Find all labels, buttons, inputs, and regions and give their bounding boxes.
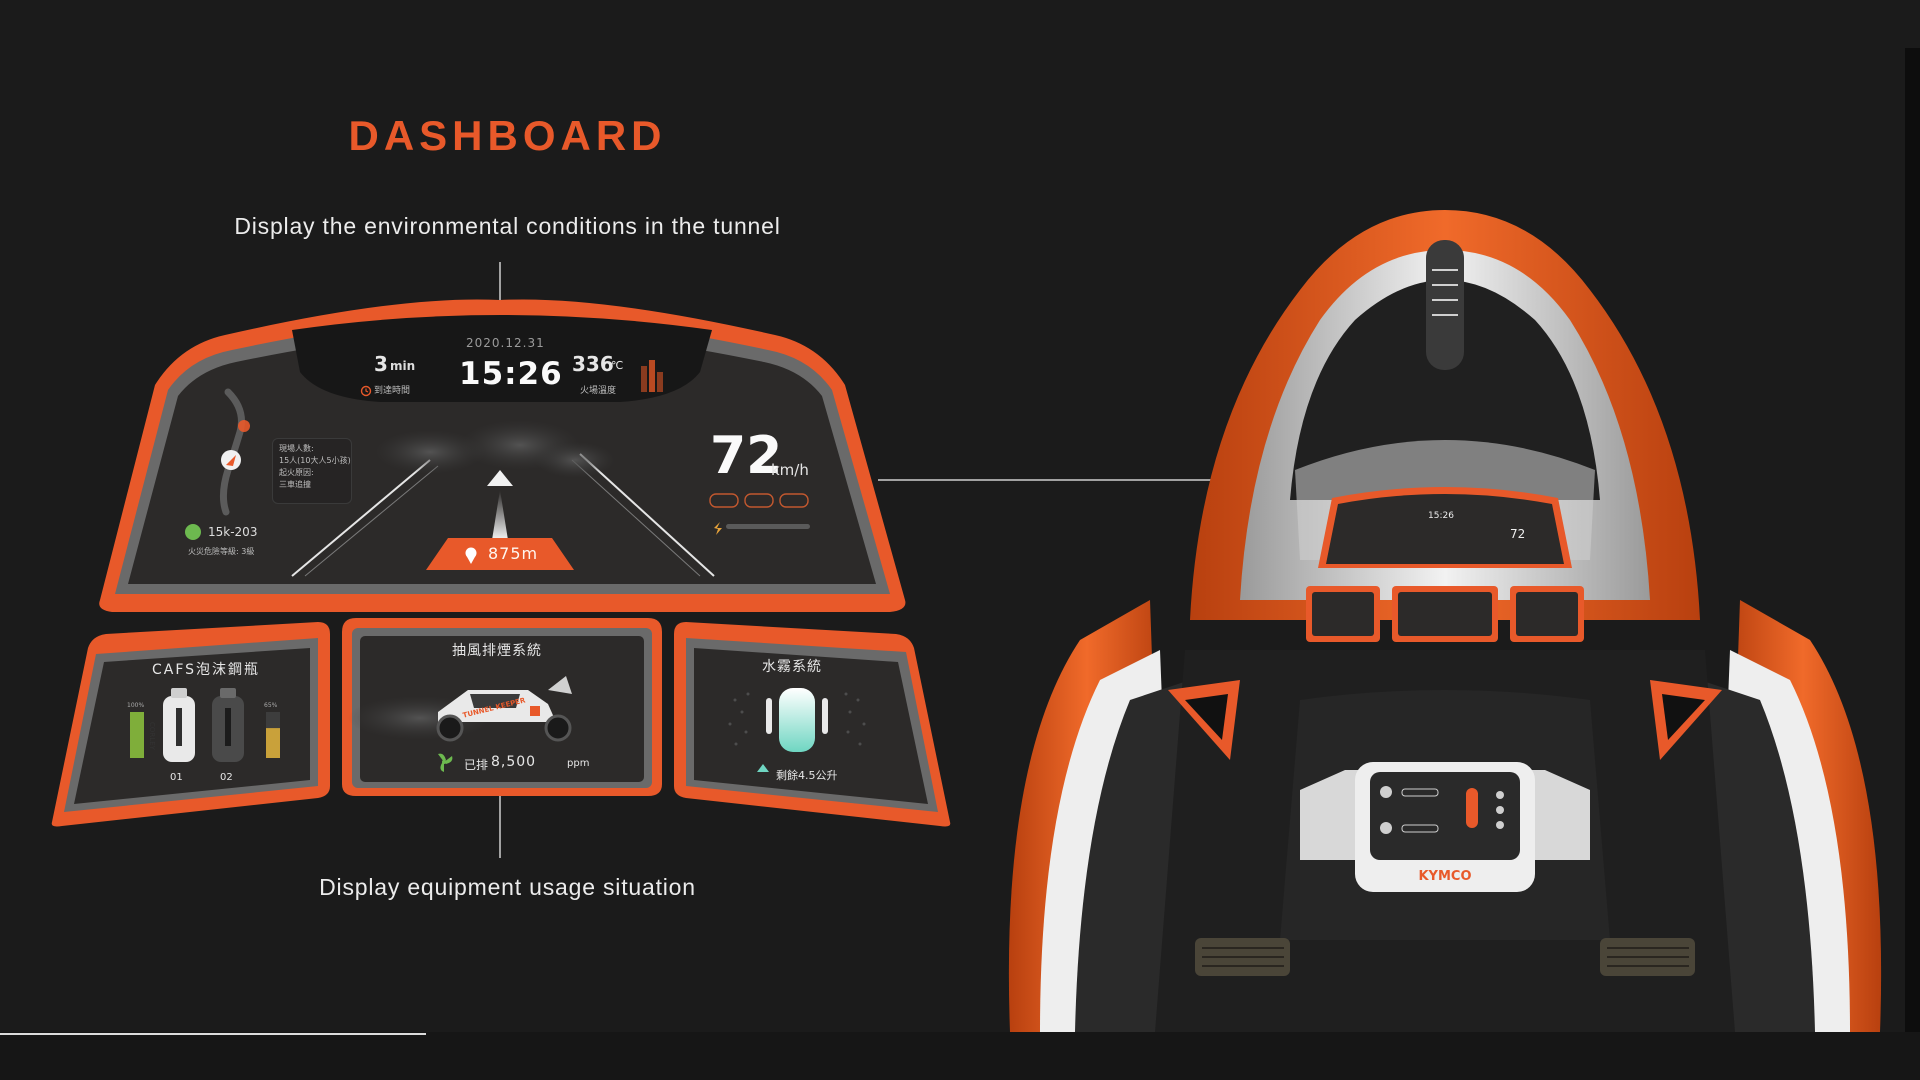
caption-environment: Display the environmental conditions in … xyxy=(234,213,781,239)
bottle-brand: CORLEY xyxy=(148,722,156,750)
fire-temp-label: 火場溫度 xyxy=(580,386,617,396)
dashboard-time: 15:26 xyxy=(459,356,563,392)
svg-text:15:26: 15:26 xyxy=(1428,511,1454,521)
svg-text:72: 72 xyxy=(1510,527,1525,541)
dashboard-date: 2020.12.31 xyxy=(466,336,545,350)
water-tank-icon xyxy=(779,688,815,752)
info-line: 起火原因: xyxy=(279,468,314,477)
mist-remaining: 剩餘4.5公升 xyxy=(776,769,838,782)
zone-code: 15k-203 xyxy=(208,525,258,539)
speed-value: 72 xyxy=(710,426,783,486)
fire-temp-value: 336 xyxy=(572,352,614,376)
clock-icon xyxy=(360,382,372,401)
eta-label: 到達時間 xyxy=(374,386,411,396)
fire-temp-unit: ℃ xyxy=(611,359,624,372)
smoke-panel-title: 抽風排煙系統 xyxy=(452,643,542,659)
location-pin-icon xyxy=(464,546,478,566)
bottle2-label: 02 xyxy=(220,772,233,783)
sprinkler-icon xyxy=(756,762,770,774)
cafs-panel-title: CAFS泡沫鋼瓶 xyxy=(152,662,261,678)
eta-unit: min xyxy=(390,359,416,373)
incident-info-box: 現場人數: 15人(10大人5小孩) 起火原因: 三車追撞 xyxy=(272,438,352,504)
smoke-extracted-value: 8,500 xyxy=(491,754,537,770)
eta-value: 3 xyxy=(374,352,388,376)
bottle2-level-label: 65% xyxy=(264,702,278,709)
svg-text:KYMCO: KYMCO xyxy=(1418,869,1471,884)
smoke-extracted-label: 已排 xyxy=(464,758,489,772)
navigation-arrow-icon xyxy=(224,452,238,466)
page-title: DASHBOARD xyxy=(348,112,667,159)
speed-unit: km/h xyxy=(771,461,809,479)
info-line: 三車追撞 xyxy=(279,480,311,489)
info-line: 15人(10大人5小孩) xyxy=(279,456,351,465)
zone-badge-icon xyxy=(185,524,201,540)
fan-icon xyxy=(436,752,454,772)
battery-bolt-icon xyxy=(712,520,724,536)
caption-equipment: Display equipment usage situation xyxy=(319,874,696,900)
smoke-extracted-unit: ppm xyxy=(567,758,590,769)
mist-panel-title: 水霧系統 xyxy=(762,659,822,675)
info-line: 現場人數: xyxy=(279,444,314,453)
zone-risk-level: 火災危險等級: 3級 xyxy=(188,547,255,556)
distance-to-fire: 875m xyxy=(488,544,539,563)
bottle1-label: 01 xyxy=(170,772,183,783)
bottle1-level-label: 100% xyxy=(127,702,145,709)
